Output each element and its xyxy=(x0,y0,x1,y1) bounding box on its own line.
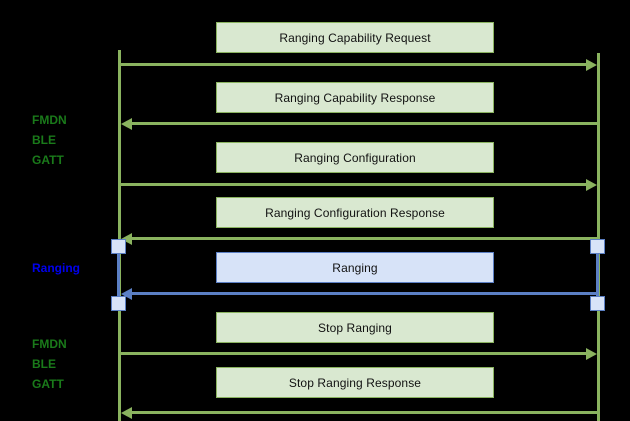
msg-stop-ranging-label: Stop Ranging xyxy=(318,320,392,335)
activation-left-end xyxy=(111,296,126,311)
msg-stop-ranging-box: Stop Ranging xyxy=(216,312,494,343)
msg-ranging-arrow xyxy=(132,292,597,295)
msg-ranging-configuration-response-arrowhead xyxy=(121,232,132,245)
msg-ranging-capability-response-arrow xyxy=(132,122,597,125)
msg-ranging-capability-request-arrow xyxy=(121,63,586,66)
left-lifeline xyxy=(118,50,121,421)
msg-ranging-capability-response-label: Ranging Capability Response xyxy=(274,90,436,105)
activation-left-start xyxy=(111,239,126,254)
phase-fmdn-ble-gatt-top: FMDN BLE GATT xyxy=(32,113,67,167)
right-lifeline xyxy=(597,53,600,421)
msg-ranging-capability-request-box: Ranging Capability Request xyxy=(216,22,494,53)
msg-ranging-configuration-arrowhead xyxy=(586,178,597,191)
activation-bar-left xyxy=(117,248,120,300)
msg-ranging-configuration-arrow xyxy=(121,183,586,186)
phase-fmdn-ble-gatt-bottom: FMDN BLE GATT xyxy=(32,337,67,391)
msg-ranging-capability-response-arrowhead xyxy=(121,117,132,130)
msg-ranging-configuration-box: Ranging Configuration xyxy=(216,142,494,173)
msg-ranging-configuration-label: Ranging Configuration xyxy=(294,150,416,165)
msg-ranging-capability-request-label: Ranging Capability Request xyxy=(279,30,431,45)
msg-stop-ranging-response-box: Stop Ranging Response xyxy=(216,367,494,398)
msg-ranging-label: Ranging xyxy=(332,260,378,275)
msg-ranging-capability-request-arrowhead xyxy=(586,58,597,71)
msg-stop-ranging-response-arrow xyxy=(132,411,597,414)
msg-ranging-configuration-response-arrow xyxy=(132,237,597,240)
msg-ranging-box: Ranging xyxy=(216,252,494,283)
msg-stop-ranging-response-label: Stop Ranging Response xyxy=(288,375,422,390)
msg-ranging-configuration-response-box: Ranging Configuration Response xyxy=(216,197,494,228)
activation-right-end xyxy=(590,296,605,311)
msg-ranging-configuration-response-label: Ranging Configuration Response xyxy=(265,205,445,220)
msg-stop-ranging-arrow xyxy=(121,352,586,355)
msg-stop-ranging-response-arrowhead xyxy=(121,406,132,419)
msg-ranging-capability-response-box: Ranging Capability Response xyxy=(216,82,494,113)
phase-ranging: Ranging xyxy=(32,261,80,275)
msg-stop-ranging-arrowhead xyxy=(586,347,597,360)
activation-right-start xyxy=(590,239,605,254)
msg-ranging-arrowhead xyxy=(121,287,132,300)
activation-bar-right xyxy=(596,248,599,300)
